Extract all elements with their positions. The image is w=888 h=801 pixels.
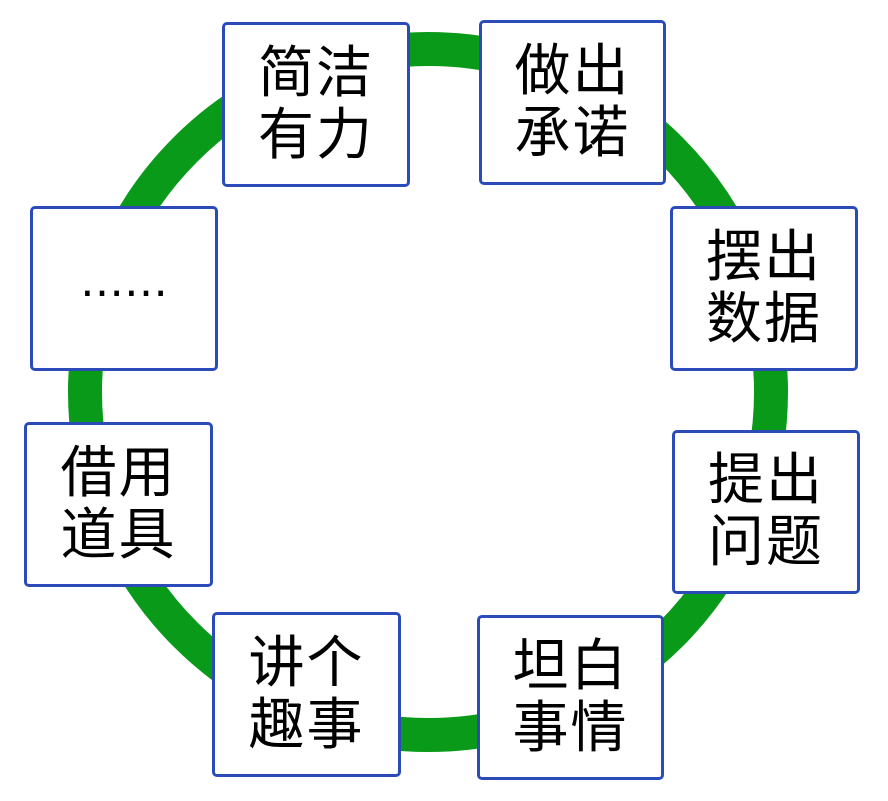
box-line: 事情 [512,695,629,761]
box-line: 数据 [706,286,822,352]
box-line: 提出 [708,448,824,513]
cycle-box-anecdote: 讲个 趣事 [212,612,401,777]
box-line: 摆出 [706,224,822,290]
box-line: 有力 [258,102,374,168]
box-line: 做出 [514,38,631,104]
box-line: 趣事 [248,692,365,758]
cycle-box-data: 摆出 数据 [670,206,858,371]
box-line: 简洁 [258,40,374,106]
box-line: 问题 [708,510,824,575]
box-line: 坦白 [512,633,629,699]
box-line: 道具 [60,502,177,568]
cycle-box-ellipsis: …… [30,206,218,371]
box-line: …… [80,255,168,307]
cycle-box-concise: 简洁 有力 [222,22,410,187]
cycle-box-confess: 坦白 事情 [477,615,664,780]
green-cycle-circle [68,32,788,752]
box-line: 借用 [60,440,177,506]
cycle-box-question: 提出 问题 [672,430,860,594]
cycle-box-commitment: 做出 承诺 [479,20,666,185]
cycle-box-props: 借用 道具 [24,422,213,587]
box-line: 讲个 [248,630,365,696]
box-line: 承诺 [514,100,631,166]
